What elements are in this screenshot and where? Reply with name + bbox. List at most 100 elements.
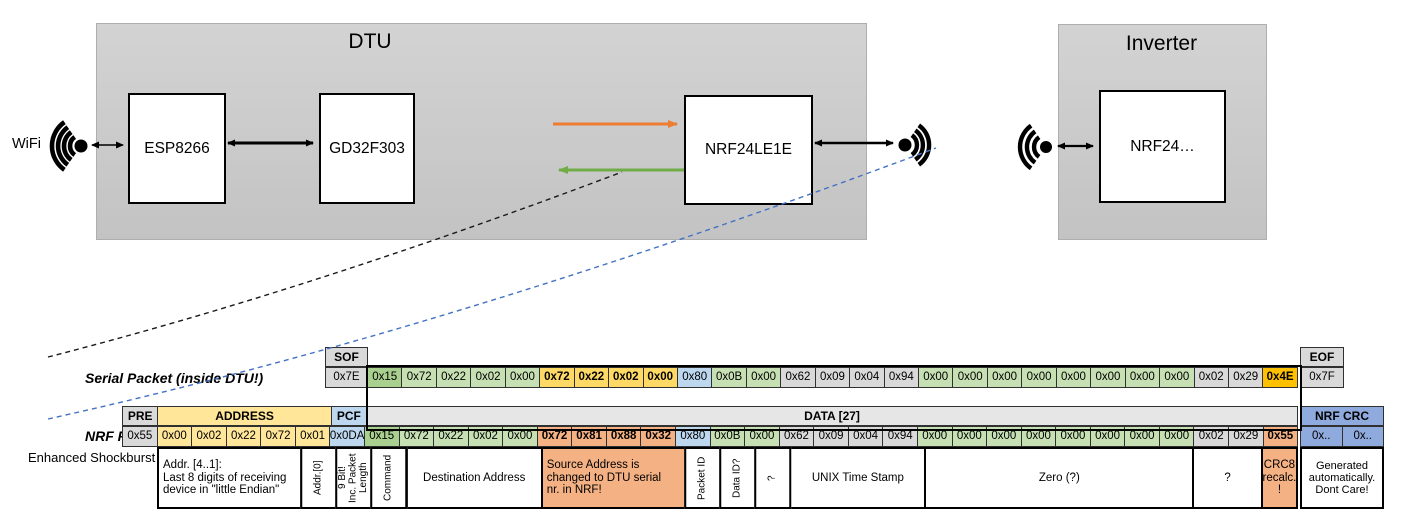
serial-byte-cell: 0x00: [1021, 367, 1057, 388]
nrf-byte-cell: 0x00: [1089, 426, 1126, 447]
nrf-byte-cell: 0x32: [640, 426, 676, 447]
data-header-cell: DATA [27]: [366, 406, 1298, 426]
sof-header-cell: SOF: [325, 347, 368, 367]
nrf-byte-cell: 0x0B: [709, 426, 746, 447]
annotation-cell: ?: [1192, 447, 1263, 509]
annotation-cell: Destination Address: [405, 447, 543, 509]
annotation-cell: Command: [370, 447, 408, 509]
serial-byte-cell: 0x22: [573, 367, 610, 388]
serial-byte-cell: 0x00: [745, 367, 782, 388]
nrf-byte-cell: 0x02: [1193, 426, 1229, 447]
nrf-byte-cell: 0x55: [122, 426, 158, 447]
serial-byte-cell: 0x00: [1090, 367, 1126, 388]
annotation-cell: Zero (?): [924, 447, 1195, 509]
nrf-byte-cell: 0x94: [882, 426, 918, 447]
nrf-byte-cell: 0x72: [260, 426, 296, 447]
pcf-header-cell: PCF: [330, 406, 368, 426]
nrf-crc-byte-cell: 0x..: [1341, 426, 1384, 447]
serial-byte-cell: 0x00: [986, 367, 1023, 388]
nrf-byte-cell: 0x88: [605, 426, 642, 447]
annotation-cell: Packet ID: [683, 447, 721, 509]
serial-byte-cell: 0x29: [1227, 367, 1264, 388]
wifi-antenna-icon-dtu-left: [49, 120, 88, 172]
annotation-cell: UNIX Time Stamp: [789, 447, 927, 509]
serial-byte-cell: 0x72: [401, 367, 437, 388]
serial-byte-cell: 0x00: [504, 367, 541, 388]
nrf-byte-cell: 0x01: [294, 426, 331, 447]
inverter-nrf24-label: NRF24…: [1130, 137, 1195, 155]
nrf-byte-cell: 0x15: [363, 426, 400, 447]
nrf-byte-cell: 0x29: [1228, 426, 1264, 447]
nrf-byte-cell: 0x09: [813, 426, 849, 447]
nrf-byte-cell: 0x02: [467, 426, 504, 447]
nrf-byte-cell: 0x81: [571, 426, 607, 447]
annotation-row: Addr. [4..1]: Last 8 digits of receiving…: [157, 447, 1299, 509]
dtu-title: DTU: [348, 30, 392, 53]
nrf-crc-byte-cell: 0x..: [1300, 426, 1343, 447]
serial-byte-cell: 0x00: [1159, 367, 1195, 388]
wifi-antenna-icon-inverter: [1017, 123, 1052, 171]
serial-byte-cell: 0x00: [918, 367, 954, 388]
nrf-byte-cell: 0x00: [916, 426, 953, 447]
serial-byte-cell: 0x04: [849, 367, 885, 388]
serial-byte-cell: 0x00: [642, 367, 678, 388]
serial-packet-label: Serial Packet (inside DTU!): [85, 370, 264, 386]
annotation-cell: Addr. [4..1]: Last 8 digits of receiving…: [157, 447, 302, 509]
nrf-byte-cell: 0x02: [191, 426, 227, 447]
address-header-cell: ADDRESS: [157, 406, 332, 426]
gd32f303-label: GD32F303: [329, 139, 405, 157]
nrf-byte-cell: 0x22: [433, 426, 469, 447]
serial-byte-cell: 0x62: [780, 367, 816, 388]
serial-byte-cell: 0x4E: [1262, 367, 1298, 388]
annotation-cell: 9 Bit! Inc. Packet Length: [335, 447, 373, 509]
nrf-crc-header-cell: NRF CRC: [1300, 406, 1384, 426]
nrf-byte-cell: 0x00: [502, 426, 538, 447]
nrf-byte-cell: 0x00: [744, 426, 780, 447]
annotation-cell: ?: [754, 447, 792, 509]
nrf-byte-cell: 0x00: [1158, 426, 1195, 447]
annotation-cell: Source Address is changed to DTU serial …: [540, 447, 686, 509]
nrf24le1e-box: NRF24LE1E: [684, 95, 813, 205]
nrf-byte-cell: 0x72: [536, 426, 573, 447]
serial-byte-cell: 0x94: [883, 367, 919, 388]
serial-byte-cell: 0x00: [952, 367, 988, 388]
nrf-byte-cell: 0x00: [1020, 426, 1057, 447]
sof-value-cell: 0x7E: [325, 367, 368, 388]
wifi-antenna-icon-dtu-right: [898, 123, 932, 167]
serial-byte-cell: 0x00: [1124, 367, 1161, 388]
inverter-title: Inverter: [1125, 32, 1198, 55]
nrf-byte-cell: 0x72: [398, 426, 435, 447]
serial-byte-cell: 0x15: [367, 367, 403, 388]
serial-byte-cell: 0x72: [539, 367, 575, 388]
eof-value-cell: 0x7F: [1300, 367, 1344, 388]
serial-byte-cell: 0x02: [608, 367, 644, 388]
nrf-byte-cell: 0x62: [778, 426, 815, 447]
pre-header-cell: PRE: [122, 406, 159, 426]
nrf-byte-cell: 0x00: [986, 426, 1022, 447]
serial-byte-cell: 0x00: [1055, 367, 1092, 388]
gd32f303-box: GD32F303: [319, 93, 415, 204]
nrf-header-row: PRE ADDRESS PCF DATA [27]: [122, 406, 1298, 426]
annotation-cell: Addr.[0]: [299, 447, 338, 509]
serial-byte-cell: 0x0B: [711, 367, 747, 388]
annotation-cell: CRC8 recalc. !: [1260, 447, 1299, 509]
nrf-byte-cell: 0x22: [225, 426, 262, 447]
nrf-crc-note-cell: Generated automatically. Dont Care!: [1300, 447, 1384, 509]
nrf-byte-cell: 0x00: [156, 426, 193, 447]
esp8266-label: ESP8266: [144, 139, 210, 157]
nrf24le1e-label: NRF24LE1E: [704, 141, 792, 158]
nrf-byte-cell: 0x00: [951, 426, 988, 447]
nrf-byte-cell: 0x00: [1055, 426, 1091, 447]
serial-byte-cell: 0x09: [814, 367, 851, 388]
annotation-cell: Data ID?: [718, 447, 757, 509]
nrf-byte-cell: 0x00: [1124, 426, 1160, 447]
wifi-label: WiFi: [12, 136, 41, 152]
enhanced-shockburst-label: Enhanced Shockburst: [28, 450, 156, 465]
eof-header-cell: EOF: [1300, 347, 1344, 367]
nrf-crc-row: 0x..0x..: [1300, 426, 1384, 447]
nrf-byte-cell: 0x80: [675, 426, 711, 447]
nrf-byte-cell: 0x0DA: [329, 426, 365, 447]
